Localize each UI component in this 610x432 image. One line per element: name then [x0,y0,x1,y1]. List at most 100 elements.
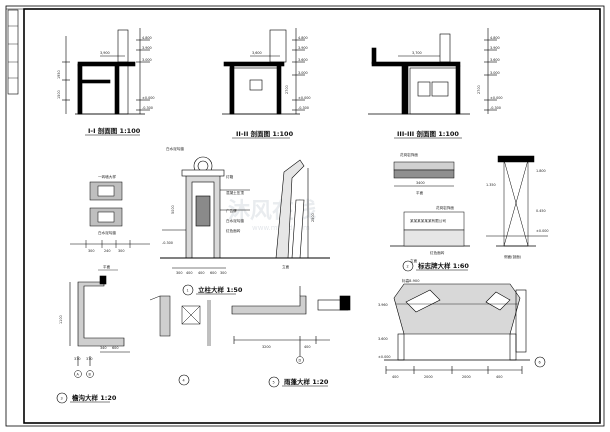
span-label: 3,700 [412,51,422,55]
detail-number: 5 [273,381,275,385]
caption-elev: 立面 [410,258,418,263]
detail-number: 6 [539,361,541,365]
dim-3: 300 [118,249,124,253]
parapet-labels: 1100 340 600 370 370 A B 3 檐沟大样 1:20 [56,315,118,404]
detail-number: 4 [183,379,185,383]
note-1: 标高8.900 [402,278,420,283]
mark-5: ±0.000 [298,96,311,100]
section-3-3-labels: 4.800 3.900 3.600 3.000 ±0.000 -0.300 27… [394,36,503,139]
note-4: 广告牌 [226,208,237,213]
section-1-1 [62,28,150,115]
height-1: 5000 [171,205,175,214]
dim-5: 300 [220,271,226,275]
mark-3: 3.000 [142,58,152,62]
mark-6: -0.300 [298,106,309,110]
dim-1: 1950 [57,70,61,79]
sign-labels: 花岗岩饰面 某某某某某某有限公司 花岗岩饰面 红色面砖 3400 平面 立面 侧… [400,152,549,272]
mark-3: ±0.000 [378,355,391,359]
mark-1: 4.800 [142,36,152,40]
side-mark-3: 0.450 [536,209,546,213]
canopy-detail [231,286,351,356]
ground-mark: -0.300 [162,241,173,245]
caption: 立面 [282,264,290,269]
note-6: 红色面砖 [226,228,241,233]
section-2-2-labels: 4.800 3.900 3.600 3.000 ±0.000 -0.300 27… [232,36,311,139]
sign-board [390,155,548,247]
wall-labels: 4 [178,374,190,386]
dim-4: 400 [496,375,502,379]
dim-3: 400 [198,271,204,275]
mark-2: 3.900 [298,46,308,50]
mark-4: 3.000 [298,71,308,75]
side-mark-2: 1.350 [486,183,496,187]
dim-600: 600 [112,346,118,350]
note-4: 红色面砖 [430,250,445,255]
dim-1100: 1100 [59,315,63,324]
mark-5: -0.300 [142,106,153,110]
mark-1: 4.800 [298,36,308,40]
dim-2: 240 [104,249,110,253]
note-3: 混凝土压顶 [226,190,244,195]
note-5: 白水泥勾缝 [226,218,244,223]
section-2-2 [222,28,305,115]
gate-detail [384,283,530,374]
mark-5: ±0.000 [490,96,503,100]
span-label: 3,600 [252,51,262,55]
column-labels: 白水泥勾缝 灯箱 混凝土压顶 广告牌 白水泥勾缝 红色面砖 300 400 40… [162,146,315,296]
dim-2: 400 [186,271,192,275]
gate-labels: 标高8.900 3.960 3.600 ±0.000 400 2000 2000… [378,278,546,379]
axis-d: D [299,359,302,363]
detail-number: 3 [61,397,63,401]
mark-2: 3.600 [378,337,388,341]
note-1: 花岗岩饰面 [400,152,418,157]
brick-detail-labels: 一砖墙大样 白水泥勾缝 300 240 300 平面 [88,174,124,271]
canopy-labels: 3200 400 D 5 雨蓬大样 1:20 [262,345,329,388]
section-title: II-II 剖面图 1:100 [236,129,294,138]
note-3: 花岗岩饰面 [436,205,454,210]
dim-1: 3400 [416,181,425,185]
wall-detail [149,295,211,346]
detail-number: 2 [407,265,409,269]
dim-1: 2700 [285,85,289,94]
dim-3: 2000 [462,375,471,379]
detail-number: 1 [187,289,189,293]
dim-1: 3200 [262,345,271,349]
detail-title: 立柱大样 1:50 [198,285,243,294]
mark-1: 4.800 [490,36,500,40]
axis-a: A [77,373,80,377]
brick-detail [70,181,150,248]
mark-3: 3.600 [298,58,308,62]
section-3-3 [368,28,497,115]
mark-2: 3.900 [490,46,500,50]
parapet-detail [69,275,130,366]
note-top: 一砖墙大样 [98,174,116,179]
side-mark-1: 1.800 [536,169,546,173]
mark-4: 3.000 [490,71,500,75]
drawing-frame [5,5,605,427]
column-elevation [160,156,330,269]
span-label: 3,900 [100,51,110,55]
mark-3: 3.600 [490,58,500,62]
dim-2: 400 [304,345,310,349]
dim-1: 300 [176,271,182,275]
caption-plan: 平面 [416,190,424,195]
section-1-1-labels: 4.800 3.900 3.000 ±0.000 -0.300 1950 150… [57,36,155,136]
mark-4: ±0.000 [142,96,155,100]
caption: 平面 [103,264,111,269]
note-2: 灯箱 [226,174,234,179]
detail-title: 檐沟大样 1:20 [72,393,117,402]
dim-1: 2700 [477,85,481,94]
detail-title: 标志牌大样 1:60 [417,261,469,270]
axis-b: B [89,373,92,377]
note-2: 某某某某某某有限公司 [410,218,446,223]
section-title: III-III 剖面图 1:100 [397,129,459,138]
mark-6: -0.300 [490,106,501,110]
side-mark-4: ±0.000 [536,229,549,233]
dim-2: 1500 [57,90,61,99]
caption-side: 侧面(剖面) [504,254,522,259]
detail-title: 雨蓬大样 1:20 [284,377,329,386]
mark-2: 3.900 [142,46,152,50]
dim-1: 300 [88,249,94,253]
note-bottom: 白水泥勾缝 [98,230,116,235]
